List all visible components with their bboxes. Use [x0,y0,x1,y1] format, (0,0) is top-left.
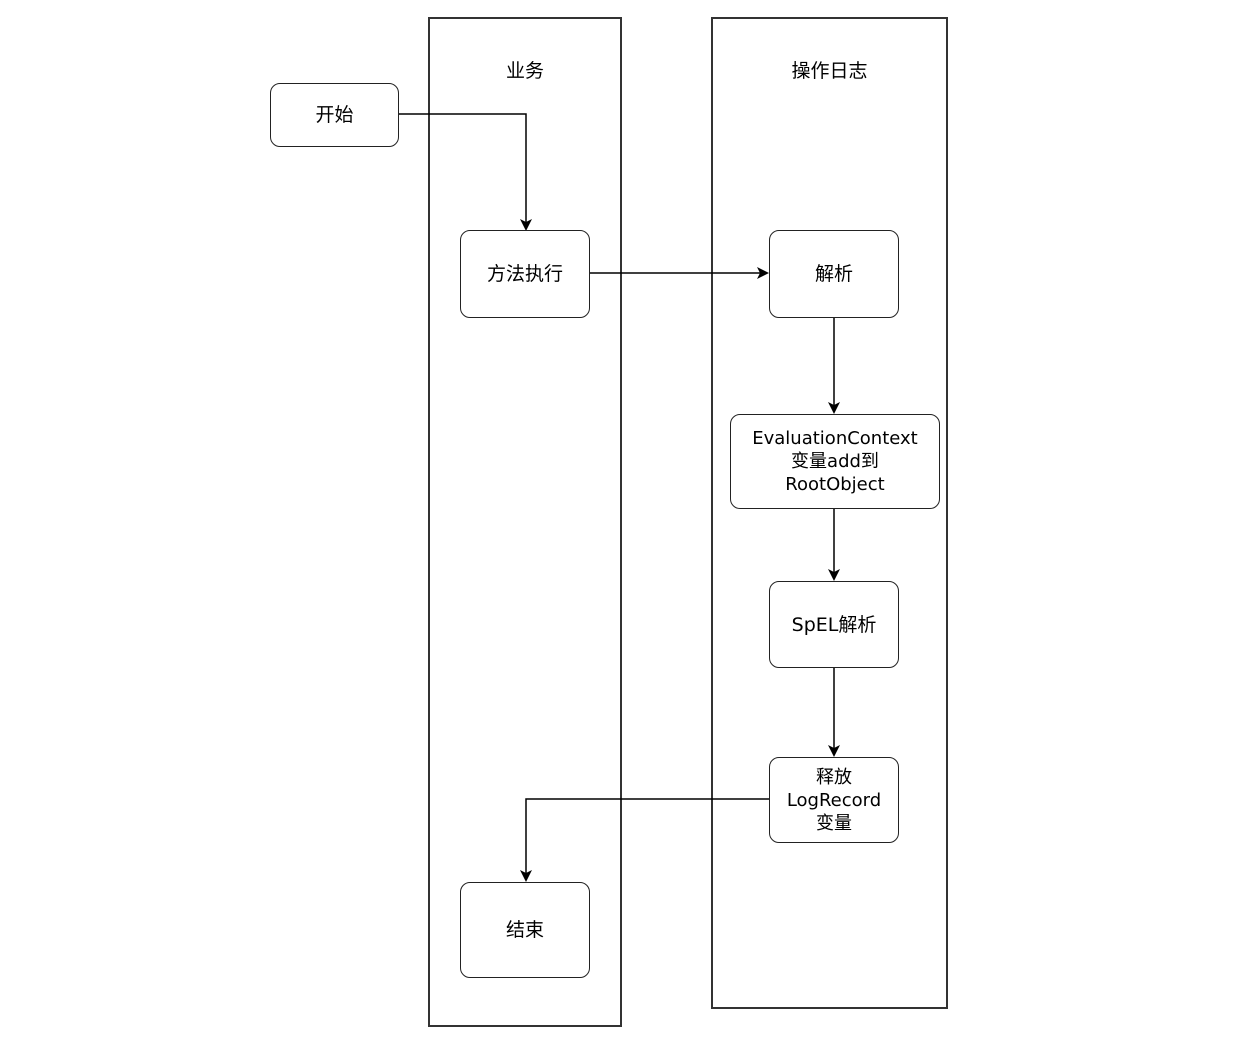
node-end[interactable]: 结束 [460,882,590,978]
lane-operation-log: 操作日志 [711,17,948,1009]
node-release-logrecord[interactable]: 释放 LogRecord 变量 [769,757,899,843]
node-start[interactable]: 开始 [270,83,399,147]
node-parse[interactable]: 解析 [769,230,899,318]
node-method-execution[interactable]: 方法执行 [460,230,590,318]
node-evaluation-context[interactable]: EvaluationContext 变量add到 RootObject [730,414,940,509]
node-spel-parse[interactable]: SpEL解析 [769,581,899,668]
lane-business: 业务 [428,17,622,1027]
lane-operation-log-title: 操作日志 [791,60,868,82]
lane-business-title: 业务 [505,60,544,82]
